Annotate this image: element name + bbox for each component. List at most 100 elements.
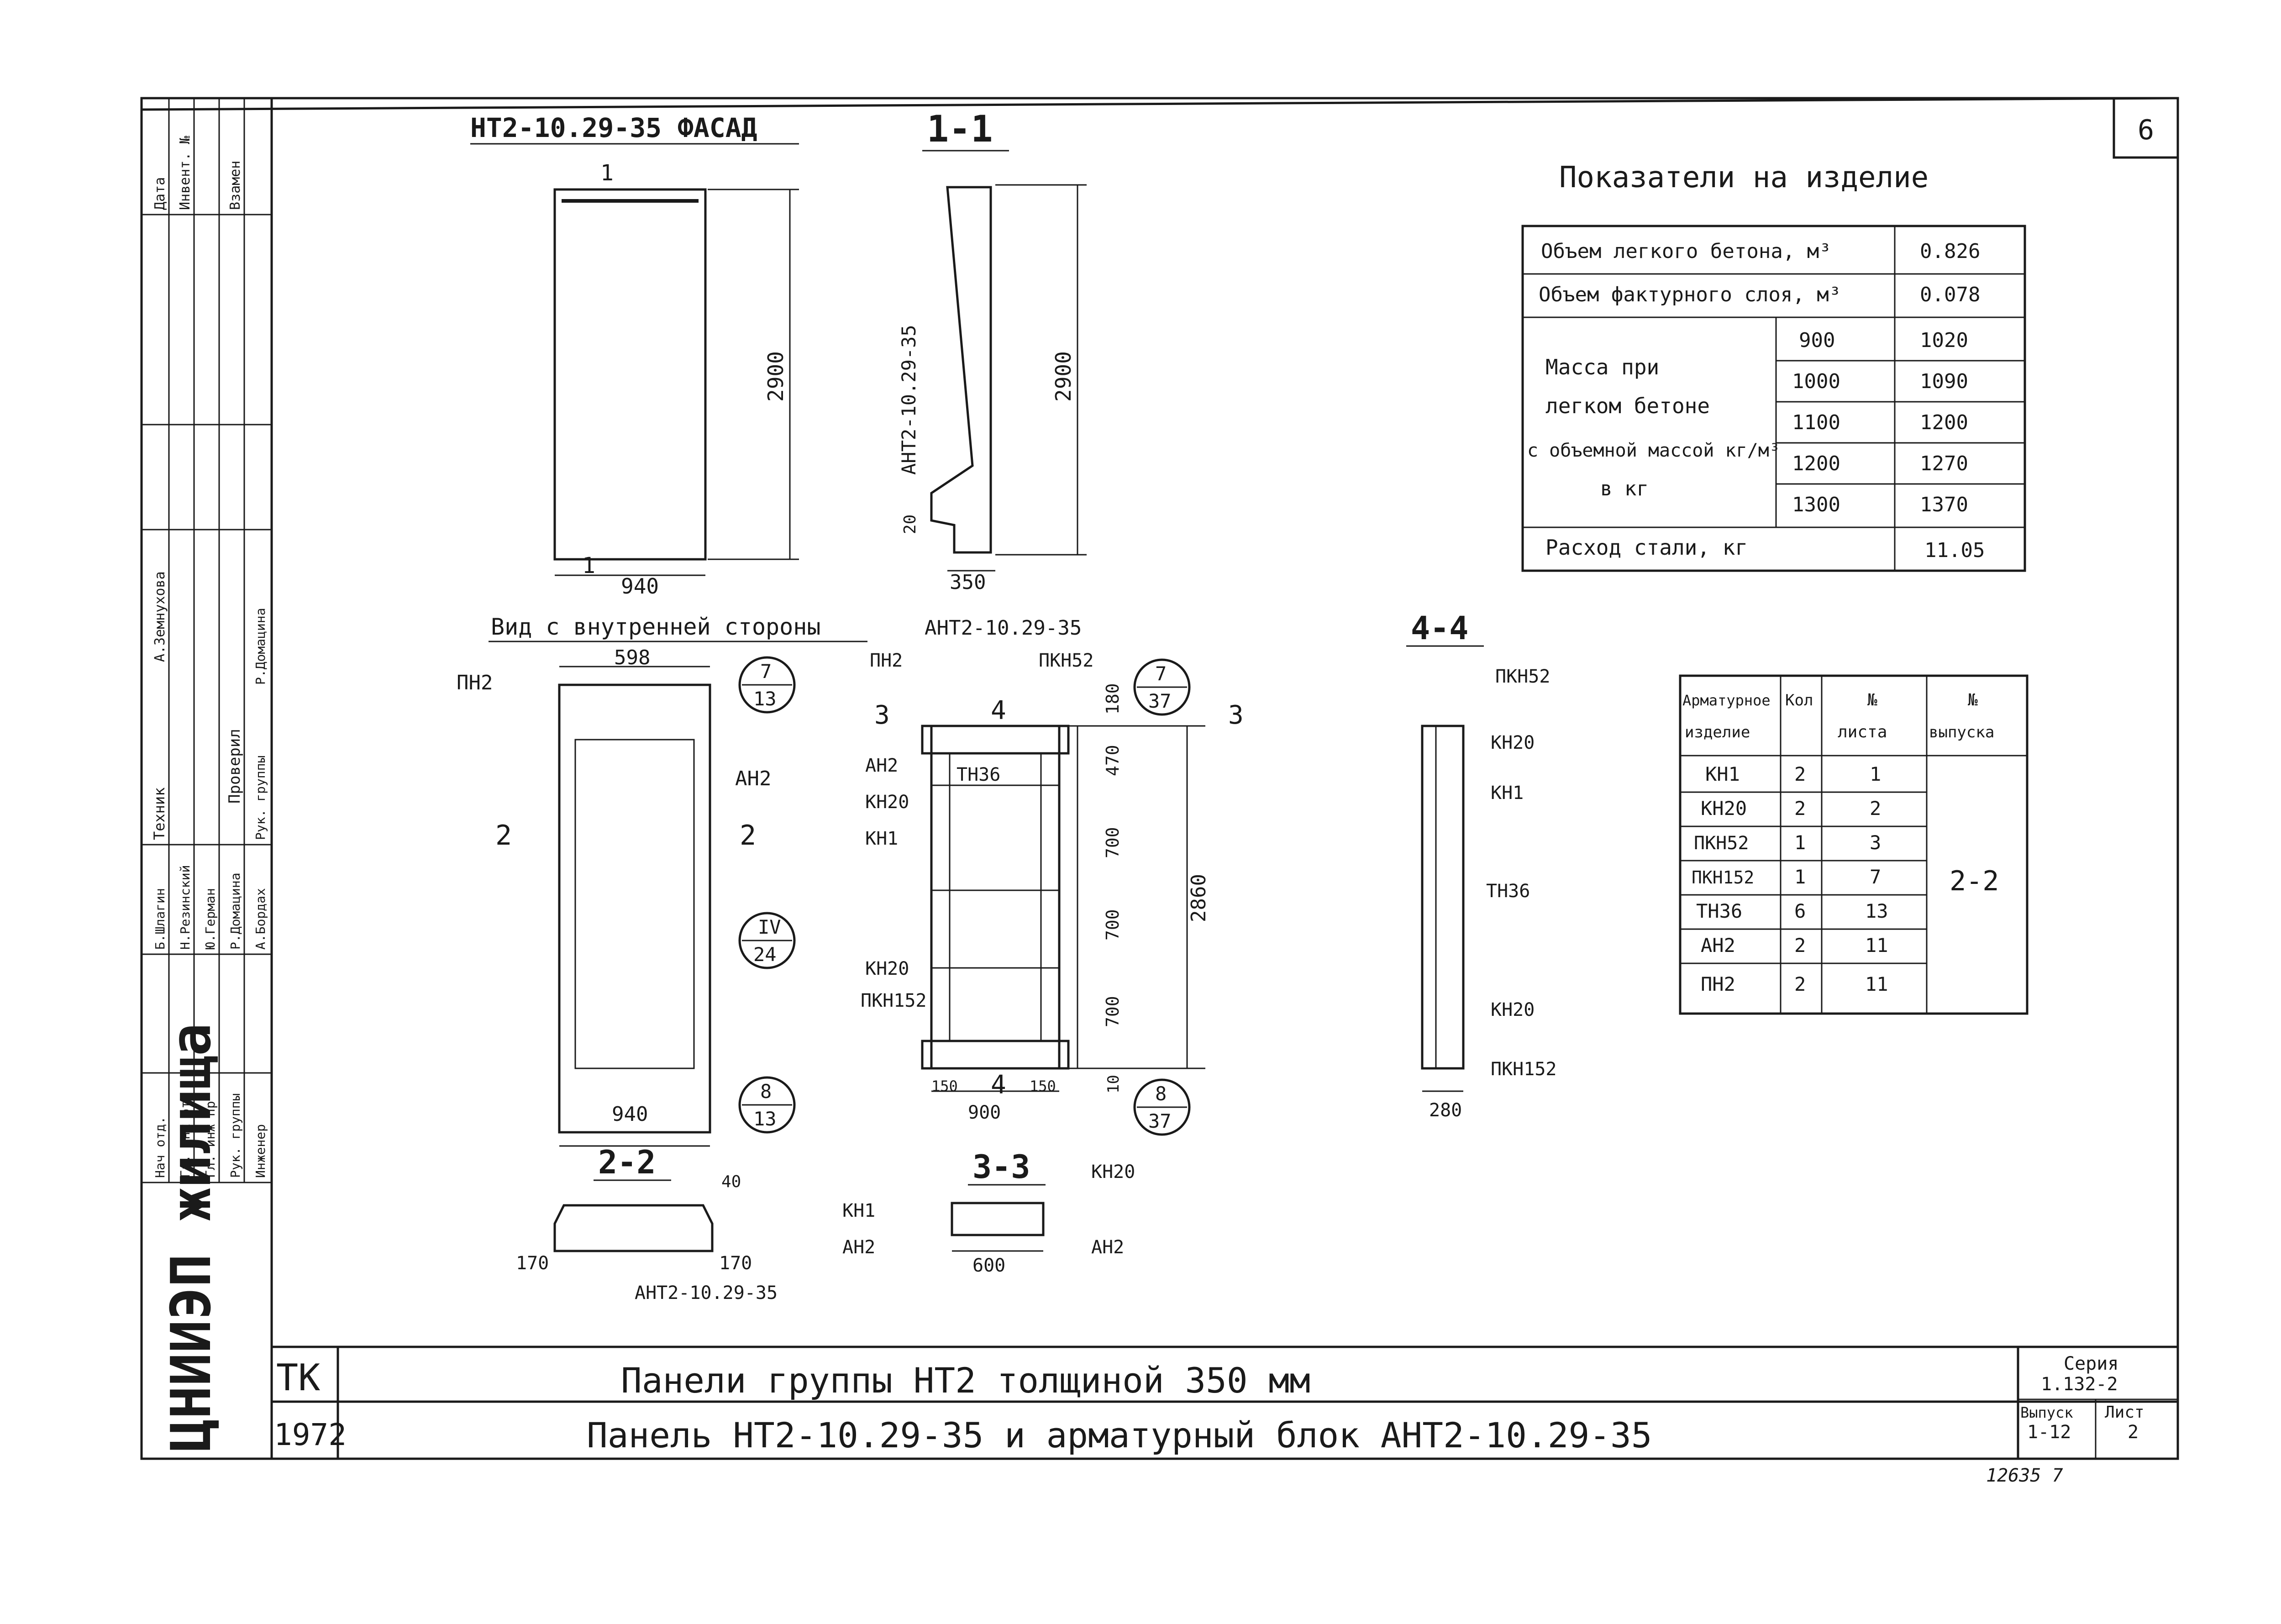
ind-row2-label: Объем фактурного слоя, м³ <box>1539 283 1841 306</box>
rebar-h-qty: Кол <box>1785 691 1813 710</box>
section-4-4-title: 4-4 <box>1411 610 1468 647</box>
ind-mass-3: 1200 <box>1920 411 1968 434</box>
callout-iv-24-top: IV <box>758 916 781 938</box>
callout-7-37 <box>1133 658 1191 716</box>
section-1-1-block-label: АНТ2-10.29-35 <box>898 325 920 475</box>
ind-steel-label: Расход стали, кг <box>1545 535 1748 560</box>
stamp-checked-label: Проверил <box>226 729 244 804</box>
title-block: ТК 1972 Панели группы НТ2 толщиной 350 м… <box>272 1345 2178 1459</box>
stamp-role-1: Нач отд. <box>152 1116 168 1178</box>
sheet-number: 6 <box>2138 114 2154 146</box>
indicators-title: Показатели на изделие <box>1559 161 1929 194</box>
block-kn20-bot-label: КН20 <box>865 958 909 979</box>
block-dim-700-2: 700 <box>1103 909 1123 941</box>
indicators-table: Объем легкого бетона, м³ 0.826 Объем фак… <box>1521 225 2026 572</box>
callout-iv-24-bot: 24 <box>753 943 777 966</box>
title-line-1: Панели группы НТ2 толщиной 350 мм <box>621 1360 1310 1401</box>
stamp-date-header: Дата <box>152 177 168 210</box>
block-dim-700-3: 700 <box>1103 996 1123 1027</box>
inner-view-outline <box>558 683 711 1134</box>
block-dim-150-left: 150 <box>931 1077 958 1095</box>
ind-density-5: 1300 <box>1792 493 1840 516</box>
rebar-row5-item: ТН36 <box>1696 900 1742 922</box>
footer-number: 12635 7 <box>1986 1465 2063 1486</box>
inner-view-opening <box>574 739 695 1069</box>
callout-8-37 <box>1133 1078 1191 1136</box>
callout-7-13 <box>738 656 796 714</box>
block-tn36-label: ТН36 <box>957 764 1000 785</box>
sheet-label: Лист <box>2105 1403 2144 1422</box>
block-kn20-top-label: КН20 <box>865 792 909 813</box>
frame-top-line <box>141 97 2174 111</box>
rebar-row5-sheet: 13 <box>1865 900 1888 922</box>
ind-mass-label-2: легком бетоне <box>1545 394 1710 418</box>
stamp-role-5: Инженер <box>253 1124 268 1178</box>
stamp-technician-name: А.Земнухова <box>152 571 168 662</box>
rebar-row6-qty: 2 <box>1794 934 1806 957</box>
section-4-4-tn36-label: ТН36 <box>1486 881 1530 902</box>
callout-7-13-bot: 13 <box>753 688 777 710</box>
stamp-role-4: Рук. группы <box>228 1093 243 1178</box>
section-1-1-dim-350: 350 <box>950 571 986 594</box>
block-an2-label: АН2 <box>865 755 898 776</box>
section-2-2-outline <box>553 1204 714 1252</box>
block-dim-470: 470 <box>1103 745 1123 776</box>
block-pkn52-label: ПКН52 <box>1039 650 1093 671</box>
section-4-4-kn1-label: КН1 <box>1491 783 1524 804</box>
ind-mass-label-1: Масса при <box>1545 355 1659 379</box>
section-2-2-dim-40: 40 <box>721 1172 741 1191</box>
section-4-4-outline <box>1421 725 1465 1070</box>
ind-density-1: 900 <box>1799 329 1835 352</box>
rebar-issue-value: 2-2 <box>1950 865 1999 897</box>
series-label: Серия <box>2064 1353 2118 1374</box>
ind-mass-4: 1270 <box>1920 452 1968 475</box>
rebar-row2-qty: 2 <box>1794 797 1806 820</box>
stamp-replace-header: Взамен <box>227 161 243 210</box>
inner-view-dim-598: 598 <box>614 646 650 669</box>
callout-iv-24 <box>738 912 796 969</box>
block-mark-4-top: 4 <box>991 696 1006 725</box>
inner-view-dim-940: 940 <box>612 1103 648 1126</box>
rebar-table: Арматурное изделие Кол № листа № выпуска… <box>1679 674 2029 1015</box>
issue-label: Выпуск <box>2020 1404 2073 1421</box>
facade-outline <box>553 188 707 561</box>
block-pkn152-label: ПКН152 <box>861 990 927 1011</box>
callout-7-37-top: 7 <box>1155 662 1167 685</box>
section-3-3-kn1-label: КН1 <box>842 1200 875 1221</box>
facade-mark-1-bot: 1 <box>582 553 595 578</box>
rebar-h-issue-1: № <box>1967 691 1978 710</box>
stamp-name-4: Р.Домацина <box>228 872 243 950</box>
block-mark-3-right: 3 <box>1228 700 1244 730</box>
rebar-h-issue-2: выпуска <box>1929 723 1994 741</box>
stamp-role-3: Гл. инж пр <box>203 1101 218 1178</box>
stamp-checked-role: Рук. группы <box>253 756 268 840</box>
rebar-row4-item: ПКН152 <box>1692 867 1754 888</box>
ind-mass-label-4: в кг <box>1600 477 1649 500</box>
ind-mass-label-3: с объемной массой кг/м³ <box>1527 440 1780 461</box>
rebar-row7-item: ПН2 <box>1701 973 1735 995</box>
rebar-row4-qty: 1 <box>1794 866 1806 888</box>
stamp-name-1: Б.Шлагин <box>152 888 168 950</box>
inner-view-pn2-label: ПН2 <box>457 671 493 694</box>
callout-7-13-top: 7 <box>760 660 772 683</box>
section-2-2-ant-label: АНТ2-10.29-35 <box>635 1282 778 1303</box>
section-4-4-kn20-top-label: КН20 <box>1491 732 1535 753</box>
rebar-row3-item: ПКН52 <box>1694 833 1749 854</box>
facade-mark-1-top: 1 <box>600 160 614 186</box>
block-dim-900: 900 <box>968 1102 1001 1123</box>
tk-label: ТК <box>276 1356 320 1399</box>
section-4-4-pkn52-label: ПКН52 <box>1495 666 1550 687</box>
section-2-2-title: 2-2 <box>598 1144 656 1181</box>
callout-8-13-bot: 13 <box>753 1108 777 1130</box>
section-3-3-outline <box>951 1202 1045 1236</box>
inner-view-an2-label: АН2 <box>735 767 771 790</box>
rebar-row1-sheet: 1 <box>1870 763 1881 785</box>
callout-8-13-top: 8 <box>760 1080 772 1103</box>
section-3-3-title: 3-3 <box>972 1148 1030 1186</box>
block-mark-3-left: 3 <box>874 700 890 730</box>
rebar-row1-qty: 2 <box>1794 763 1806 785</box>
issue-value: 1-12 <box>2027 1422 2071 1443</box>
inner-view-mark-2-right: 2 <box>740 820 756 851</box>
stamp-name-3: Ю.Герман <box>203 888 218 950</box>
